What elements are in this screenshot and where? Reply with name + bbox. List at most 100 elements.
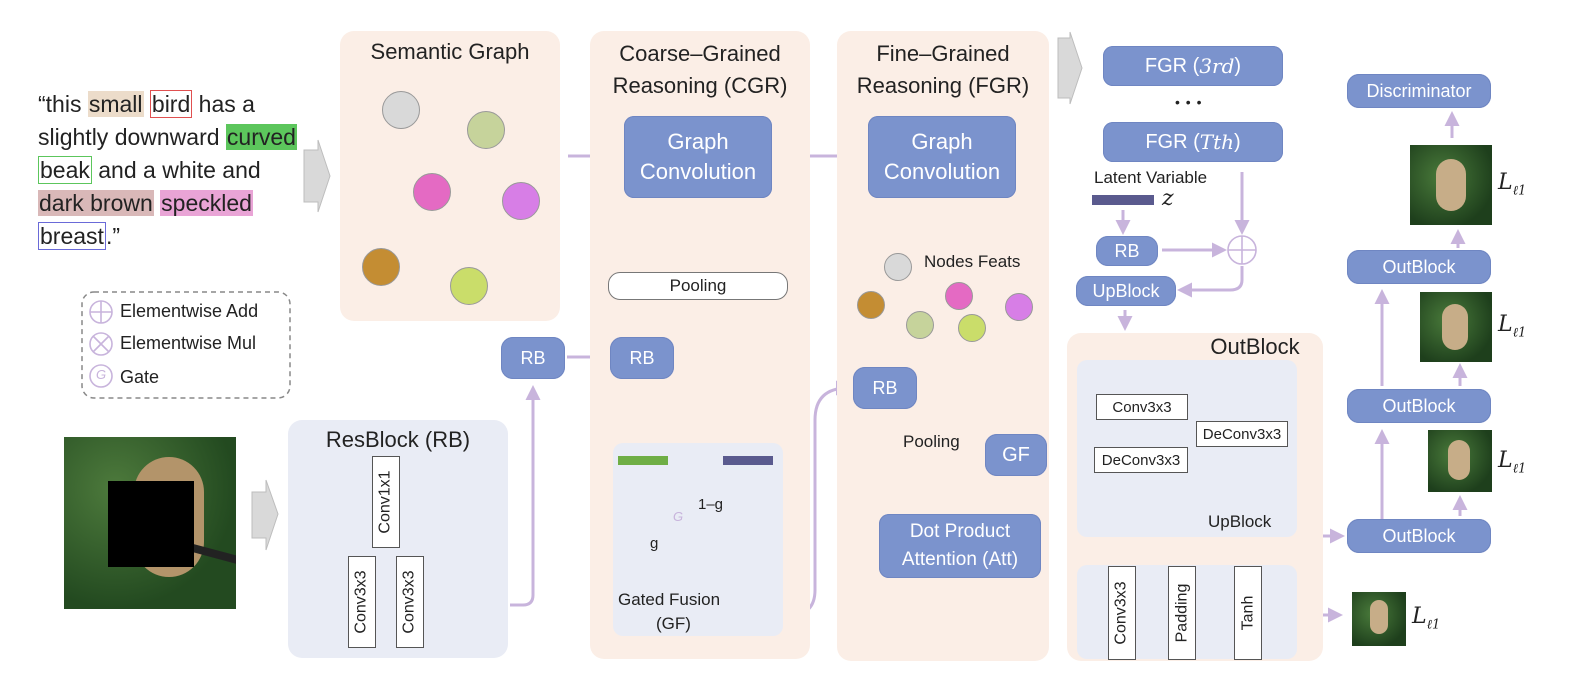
- gated-fusion-label-1: Gated Fusion: [618, 590, 721, 609]
- graph-conv-label: Graph: [667, 129, 729, 154]
- outblock-title: OutBlock: [1210, 334, 1300, 359]
- outblock-block-1: OutBlock: [1347, 519, 1491, 553]
- upblock-conv3x3: Conv3x3: [1096, 394, 1188, 420]
- output-image-128: [1420, 292, 1492, 362]
- word-dark-brown: dark brown: [38, 190, 154, 216]
- fgr-label: FGR (: [1145, 130, 1200, 153]
- semantic-graph-title: Semantic Graph: [370, 39, 530, 64]
- feature-node: [884, 253, 912, 281]
- cgr-graph-convolution: Graph Convolution: [624, 116, 772, 198]
- conv1x1-box: Conv1x1: [372, 456, 400, 548]
- latent-variable-label: Latent Variable: [1094, 168, 1208, 187]
- graph-node: [467, 111, 505, 149]
- fgr-3rd-block: FGR (3rd): [1103, 46, 1283, 86]
- upblock-deconv3x3-right: DeConv3x3: [1196, 421, 1288, 447]
- latent-z-symbol: z: [1162, 186, 1174, 211]
- conv3x3-box-1: Conv3x3: [348, 556, 376, 648]
- conv3x3-box-2: Conv3x3: [396, 556, 424, 648]
- fgr-close: ): [1234, 54, 1242, 77]
- fgr-tth-block: FGR (Tth): [1103, 122, 1283, 162]
- graph-node: [362, 248, 400, 286]
- gf-block: GF: [985, 434, 1047, 476]
- conv3x3-label: Conv3x3: [1113, 581, 1130, 645]
- feature-node: [906, 311, 934, 339]
- legend-mul-label: Elementwise Mul: [120, 333, 257, 353]
- fgr-index: 3rd: [1199, 54, 1235, 78]
- caption-text: has a slightly downward: [38, 91, 255, 150]
- word-beak: beak: [38, 156, 92, 184]
- upblock-block: UpBlock: [1076, 276, 1176, 306]
- graph-conv-label: Graph: [911, 129, 973, 154]
- loss-label-64: Lℓ1: [1498, 448, 1526, 476]
- dot-att-label: Attention (Att): [901, 549, 1019, 570]
- word-small: small: [87, 91, 144, 117]
- fgr-graph-convolution: Graph Convolution: [868, 116, 1016, 198]
- loss-subscript: ℓ1: [1512, 461, 1527, 477]
- rb-block-2: RB: [610, 337, 674, 379]
- discriminator-block: Discriminator: [1347, 74, 1491, 108]
- mask-region: [108, 481, 194, 567]
- outblock-block-3: OutBlock: [1347, 250, 1491, 284]
- legend-gate-label: Gate: [120, 367, 160, 387]
- conv3x3-label: Conv3x3: [401, 570, 418, 634]
- graph-node: [502, 182, 540, 220]
- gated-fusion-panel: [613, 443, 783, 636]
- loss-symbol: L: [1412, 604, 1427, 629]
- legend-box: [81, 291, 291, 399]
- bird-body: [1436, 159, 1466, 211]
- bird-body: [1442, 304, 1468, 350]
- rb-block-1: RB: [501, 337, 565, 379]
- bird-body: [1370, 600, 1388, 634]
- graph-conv-label: Convolution: [639, 159, 757, 184]
- loss-subscript: ℓ1: [1512, 183, 1527, 199]
- padding-label: Padding: [1173, 583, 1190, 643]
- rb-block-3: RB: [853, 367, 917, 409]
- loss-subscript: ℓ1: [1512, 325, 1527, 341]
- one-minus-g-label: 1–g: [698, 496, 724, 513]
- fgr-title-line2: Reasoning (FGR): [856, 73, 1030, 98]
- gated-fusion-label-2: (GF): [656, 614, 691, 633]
- dot-product-attention: Dot Product Attention (Att): [879, 514, 1041, 578]
- gate-symbol: G: [673, 509, 684, 524]
- feature-node: [958, 314, 986, 342]
- out-padding: Padding: [1168, 566, 1196, 660]
- loss-label-32: Lℓ1: [1412, 604, 1440, 632]
- graph-node: [413, 173, 451, 211]
- out-conv3x3: Conv3x3: [1108, 566, 1136, 660]
- output-image-256: [1410, 145, 1492, 225]
- word-speckled: speckled: [160, 190, 253, 216]
- feature-node: [857, 291, 885, 319]
- output-image-32: [1352, 592, 1406, 646]
- cgr-title-line2: Reasoning (CGR): [612, 73, 788, 98]
- graph-node: [382, 91, 420, 129]
- feature-node: [945, 282, 973, 310]
- out-tanh: Tanh: [1234, 566, 1262, 660]
- masked-input-image: [64, 437, 236, 609]
- resblock-title: ResBlock (RB): [325, 427, 471, 452]
- output-image-64: [1428, 430, 1492, 492]
- caption-text: .”: [105, 223, 120, 249]
- dot-att-label: Dot Product: [909, 521, 1011, 542]
- legend-add-label: Elementwise Add: [120, 301, 259, 321]
- latent-bar: [1092, 195, 1154, 205]
- cgr-pooling: Pooling: [608, 272, 788, 300]
- graph-conv-label: Convolution: [883, 159, 1001, 184]
- legend-gate-symbol: G: [96, 367, 107, 382]
- loss-label-128: Lℓ1: [1498, 312, 1526, 340]
- rb-block-4: RB: [1096, 236, 1158, 266]
- bird-body: [1448, 440, 1470, 480]
- tanh-label: Tanh: [1239, 595, 1257, 631]
- conv1x1-label: Conv1x1: [377, 470, 394, 534]
- cgr-title-line1: Coarse–Grained: [619, 41, 781, 66]
- text-feature-bar: [618, 456, 668, 465]
- caption-text: and a white and: [91, 157, 261, 183]
- fgr-pooling-label: Pooling: [903, 432, 960, 451]
- text-caption: “this small bird has a slightly downward…: [38, 88, 298, 253]
- ellipsis-dots: • • •: [1175, 94, 1203, 110]
- feature-node: [1005, 293, 1033, 321]
- upblock-deconv3x3-left: DeConv3x3: [1094, 447, 1188, 473]
- graph-node: [450, 267, 488, 305]
- loss-subscript: ℓ1: [1426, 617, 1441, 633]
- word-breast: breast: [38, 222, 106, 250]
- outblock-block-2: OutBlock: [1347, 389, 1491, 423]
